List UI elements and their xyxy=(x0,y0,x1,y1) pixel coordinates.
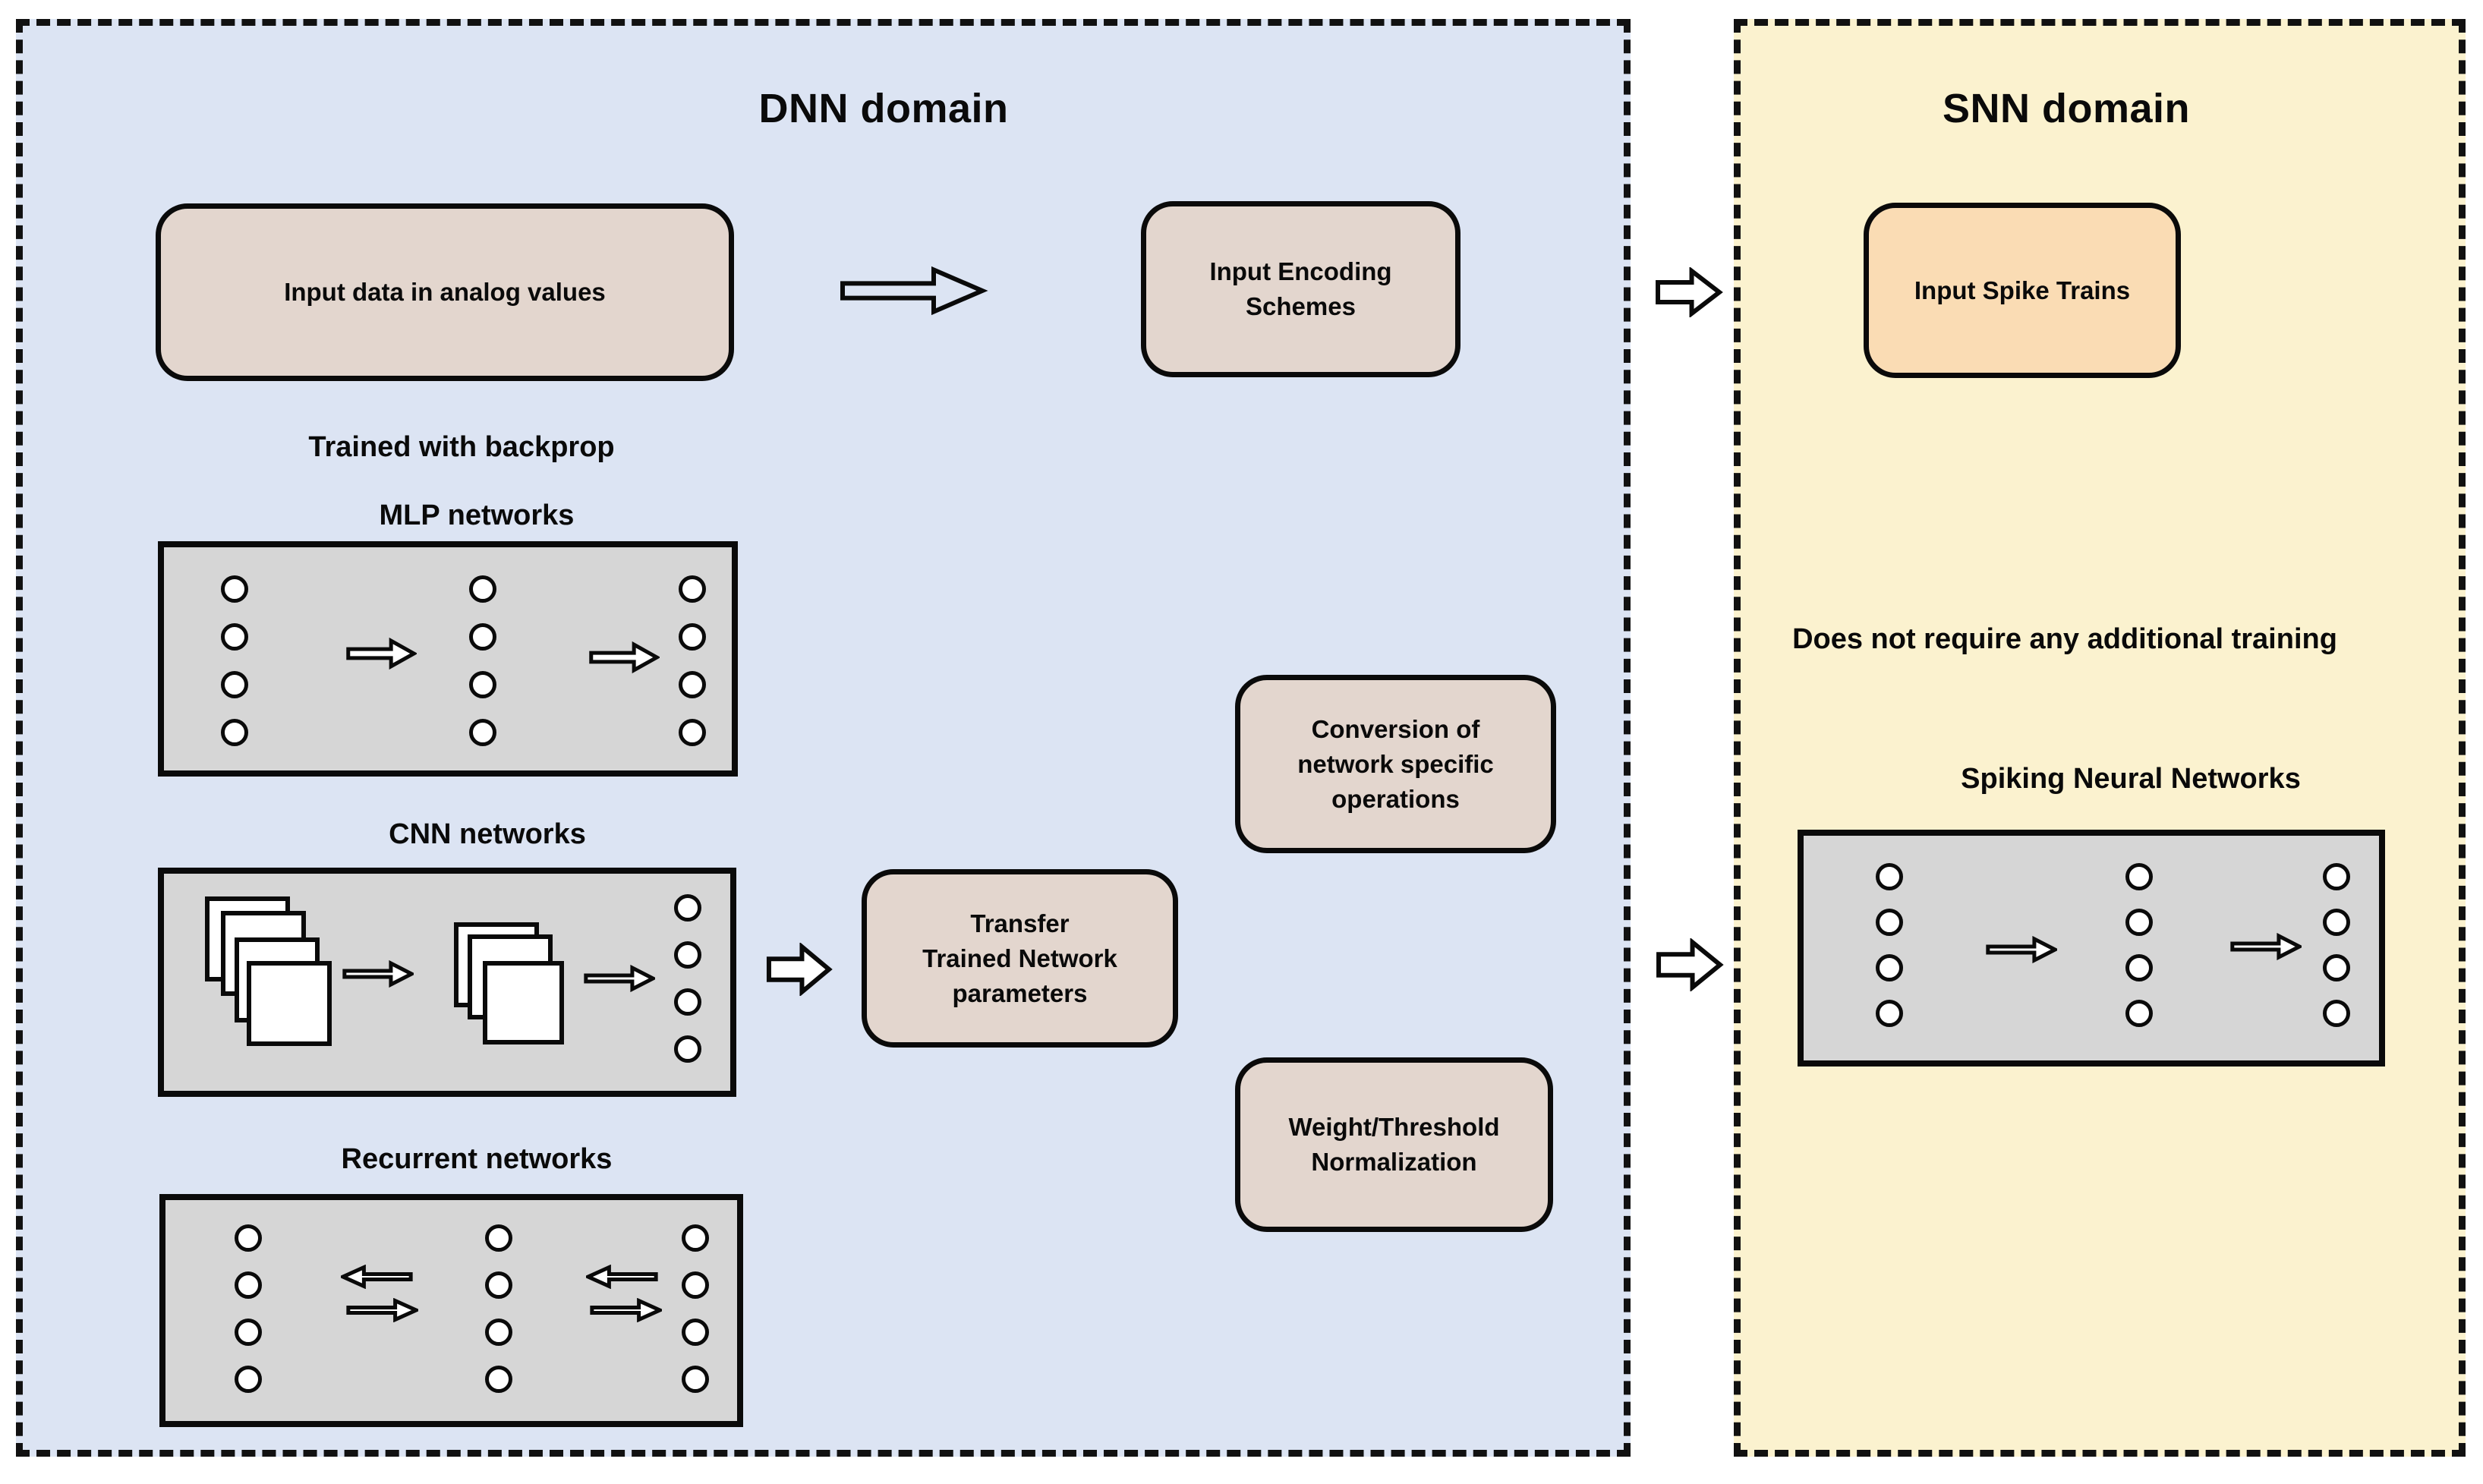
cnn-networks-label: CNN networks xyxy=(389,818,586,850)
neuron-node xyxy=(2125,954,2153,981)
recurrent-input-layer xyxy=(235,1224,262,1393)
neuron-node xyxy=(485,1366,512,1393)
right-arrow-icon xyxy=(765,943,833,996)
right-arrow-icon xyxy=(2230,933,2302,960)
transfer-line2: Trained Network xyxy=(922,944,1117,972)
neuron-node xyxy=(674,988,701,1016)
neuron-node xyxy=(221,671,248,698)
right-arrow-icon xyxy=(584,965,655,992)
neuron-node xyxy=(235,1224,262,1252)
conversion-line2: network specific xyxy=(1297,749,1494,778)
right-arrow-icon xyxy=(590,1298,662,1322)
neuron-node xyxy=(469,623,496,651)
right-arrow-icon xyxy=(1986,936,2057,963)
left-arrow-icon xyxy=(586,1265,658,1289)
no-training-line2: training xyxy=(2231,623,2337,655)
neuron-node xyxy=(2125,909,2153,936)
neuron-node xyxy=(485,1319,512,1346)
conversion-operations-box: Conversion of network specific operation… xyxy=(1235,675,1556,853)
neuron-node xyxy=(2323,1000,2350,1027)
neuron-node xyxy=(235,1271,262,1299)
conversion-line1: Conversion of xyxy=(1311,714,1480,743)
domain-transfer-arrow-middle xyxy=(1655,938,1724,991)
mlp-networks-label: MLP networks xyxy=(379,499,575,531)
neuron-node xyxy=(674,894,701,922)
neuron-node xyxy=(2323,863,2350,890)
input-encoding-line1: Input Encoding xyxy=(1209,257,1392,285)
neuron-node xyxy=(485,1224,512,1252)
normalization-box: Weight/Threshold Normalization xyxy=(1235,1057,1553,1232)
neuron-node xyxy=(682,1366,709,1393)
neuron-node xyxy=(679,575,706,603)
neuron-node xyxy=(674,941,701,969)
recurrent-output-layer xyxy=(682,1224,709,1393)
input-analog-label: Input data in analog values xyxy=(284,278,606,306)
normalization-line2: Normalization xyxy=(1311,1148,1477,1176)
input-encoding-line2: Schemes xyxy=(1246,292,1356,320)
no-training-line1: Does not require any additional xyxy=(1792,623,2224,655)
recurrent-hidden-layer xyxy=(485,1224,512,1393)
neuron-node xyxy=(469,719,496,746)
transfer-parameters-box: Transfer Trained Network parameters xyxy=(862,869,1178,1048)
right-arrow-icon xyxy=(588,641,660,674)
neuron-node xyxy=(469,575,496,603)
backprop-note: Trained with backprop xyxy=(308,431,615,463)
conversion-line3: operations xyxy=(1331,784,1460,813)
snn-output-layer xyxy=(2323,863,2350,1027)
normalization-line1: Weight/Threshold xyxy=(1288,1113,1500,1141)
neuron-node xyxy=(235,1319,262,1346)
neuron-node xyxy=(682,1319,709,1346)
neuron-node xyxy=(679,719,706,746)
dnn-domain-title: DNN domain xyxy=(758,86,1009,131)
neuron-node xyxy=(674,1035,701,1063)
neuron-node xyxy=(679,671,706,698)
neuron-node xyxy=(1876,863,1903,890)
input-encoding-box: Input Encoding Schemes xyxy=(1141,201,1460,377)
input-analog-box: Input data in analog values xyxy=(156,203,734,381)
neuron-node xyxy=(1876,909,1903,936)
snn-input-layer xyxy=(1876,863,1903,1027)
neuron-node xyxy=(485,1271,512,1299)
neuron-node xyxy=(2125,1000,2153,1027)
domain-transfer-arrow-top xyxy=(1654,267,1723,317)
snn-domain-title: SNN domain xyxy=(1942,86,2191,131)
transfer-line1: Transfer xyxy=(970,909,1070,937)
neuron-node xyxy=(2323,909,2350,936)
input-spike-trains-label: Input Spike Trains xyxy=(1914,276,2131,304)
right-arrow-icon xyxy=(346,1298,418,1322)
feature-map-sheet xyxy=(247,961,332,1046)
spiking-networks-label: Spiking Neural Networks xyxy=(1961,763,2301,795)
left-arrow-icon xyxy=(341,1265,413,1289)
neuron-node xyxy=(2323,954,2350,981)
right-arrow-icon xyxy=(345,637,417,670)
neuron-node xyxy=(2125,863,2153,890)
neuron-node xyxy=(221,719,248,746)
neuron-node xyxy=(235,1366,262,1393)
mlp-output-layer xyxy=(679,575,706,746)
mlp-input-layer xyxy=(221,575,248,746)
transfer-line3: parameters xyxy=(952,978,1088,1007)
input-spike-trains-box: Input Spike Trains xyxy=(1864,203,2181,378)
neuron-node xyxy=(682,1224,709,1252)
right-arrow-icon xyxy=(837,263,988,318)
snn-hidden-layer xyxy=(2125,863,2153,1027)
cnn-output-layer xyxy=(674,894,701,1063)
mlp-hidden-layer xyxy=(469,575,496,746)
recurrent-networks-label: Recurrent networks xyxy=(341,1143,613,1175)
snn-network-diagram xyxy=(1798,830,2385,1067)
no-training-note: Does not require any additional training xyxy=(1746,621,2384,657)
neuron-node xyxy=(469,671,496,698)
neuron-node xyxy=(221,575,248,603)
neuron-node xyxy=(679,623,706,651)
neuron-node xyxy=(221,623,248,651)
neuron-node xyxy=(1876,1000,1903,1027)
cnn-network-diagram xyxy=(158,868,736,1097)
mlp-network-diagram xyxy=(158,541,738,777)
right-arrow-icon xyxy=(342,960,414,988)
neuron-node xyxy=(682,1271,709,1299)
feature-map-sheet xyxy=(483,961,564,1044)
neuron-node xyxy=(1876,954,1903,981)
recurrent-network-diagram xyxy=(159,1194,743,1427)
